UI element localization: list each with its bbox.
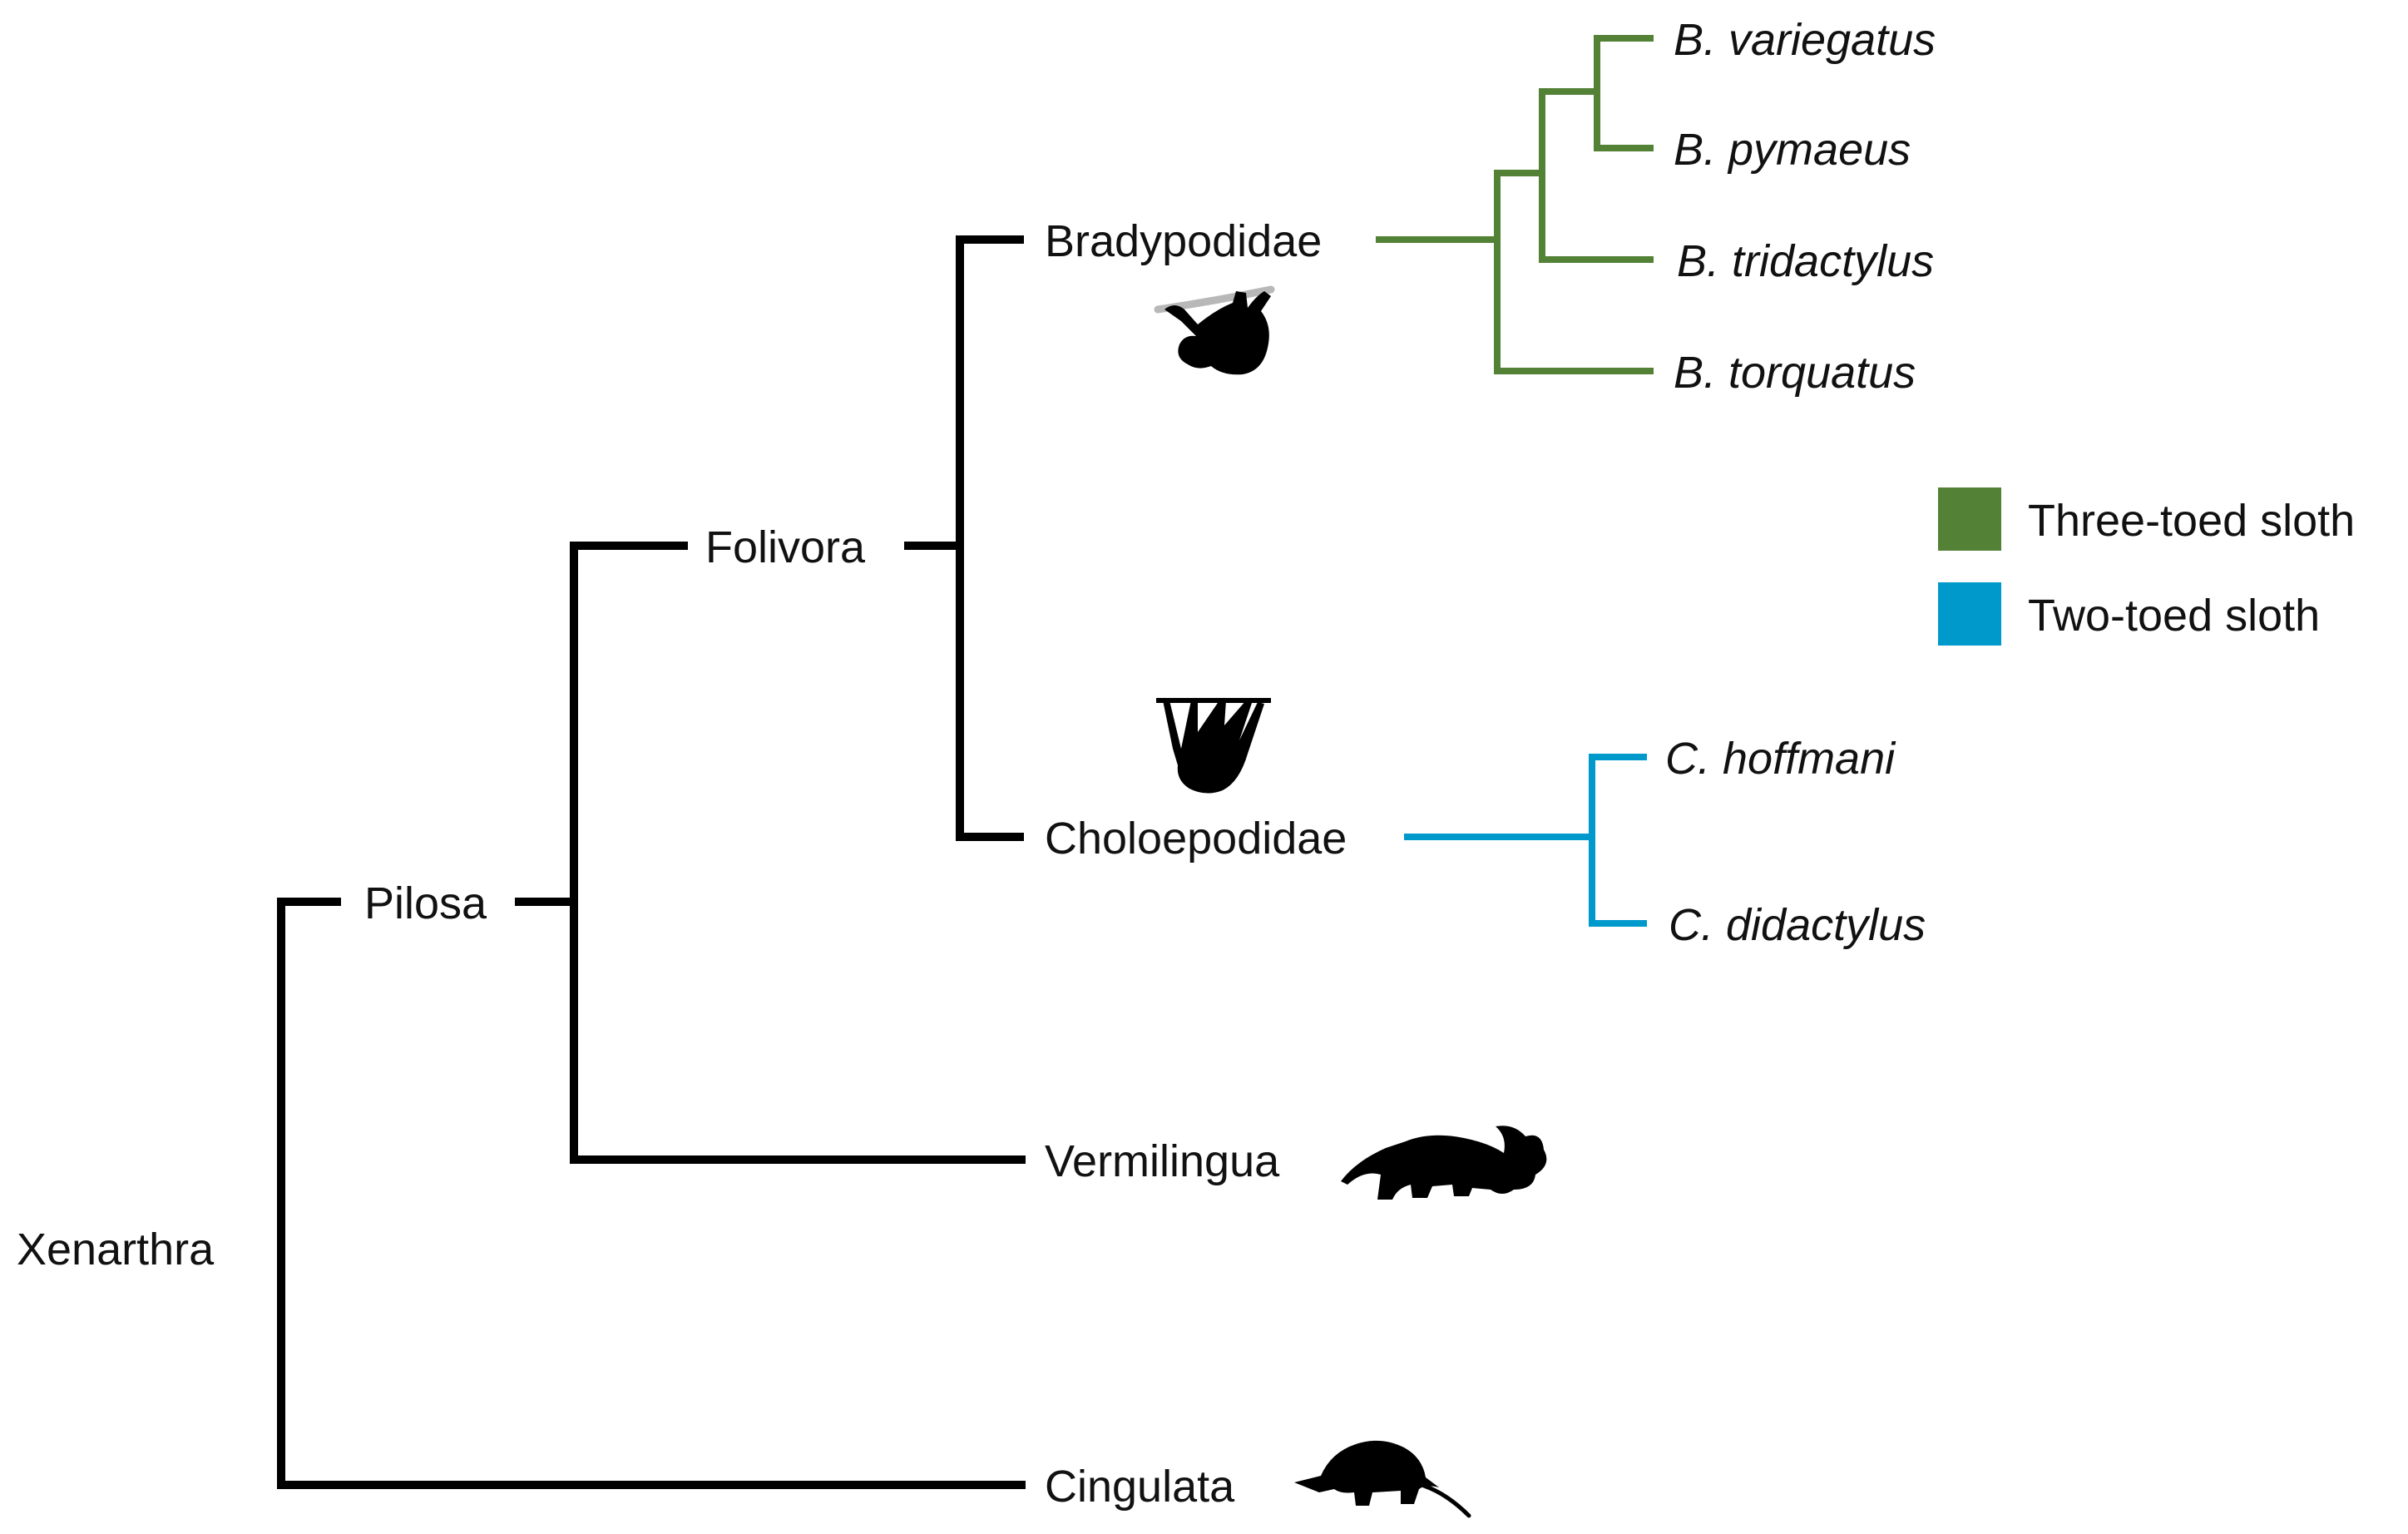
three-toed-clade <box>1376 35 1654 374</box>
legend-swatch-two-toed <box>1938 582 2001 646</box>
two-toed-clade <box>1404 754 1647 927</box>
branch-brady-inner <box>1539 88 1654 263</box>
label-b-tridactylus: B. tridactylus <box>1677 236 1934 286</box>
label-xenarthra: Xenarthra <box>17 1225 215 1274</box>
branch-folivora-split <box>956 235 1024 841</box>
label-b-pymaeus: B. pymaeus <box>1674 125 1911 175</box>
label-b-torquatus: B. torquatus <box>1674 348 1916 398</box>
two-toed-sloth-icon <box>1156 698 1271 794</box>
label-folivora: Folivora <box>705 522 866 572</box>
label-choloepodidae: Choloepodidae <box>1045 814 1347 863</box>
label-vermilingua: Vermilingua <box>1045 1136 1280 1186</box>
label-b-variegatus: B. variegatus <box>1674 15 1936 65</box>
label-c-didactylus: C. didactylus <box>1669 900 1926 950</box>
legend-label-two-toed: Two-toed sloth <box>2028 591 2320 641</box>
label-c-hoffmani: C. hoffmani <box>1665 734 1896 784</box>
branch-chol-split <box>1589 754 1647 927</box>
label-cingulata: Cingulata <box>1045 1462 1235 1512</box>
label-pilosa: Pilosa <box>364 878 487 928</box>
anteater-icon <box>1341 1126 1547 1200</box>
legend-label-three-toed: Three-toed sloth <box>2028 496 2355 546</box>
legend-swatch-three-toed <box>1938 487 2001 551</box>
backbone-branches <box>277 235 1026 1489</box>
legend: Three-toed sloth Two-toed sloth <box>1938 487 2355 646</box>
armadillo-icon <box>1294 1440 1471 1518</box>
three-toed-sloth-icon <box>1154 285 1275 375</box>
label-bradypodidae: Bradypodidae <box>1045 216 1322 266</box>
branch-brady-split <box>1494 170 1654 374</box>
branch-xenarthra <box>277 898 1026 1489</box>
branch-pilosa-split <box>570 542 1026 1164</box>
branch-brady-top <box>1594 35 1654 151</box>
